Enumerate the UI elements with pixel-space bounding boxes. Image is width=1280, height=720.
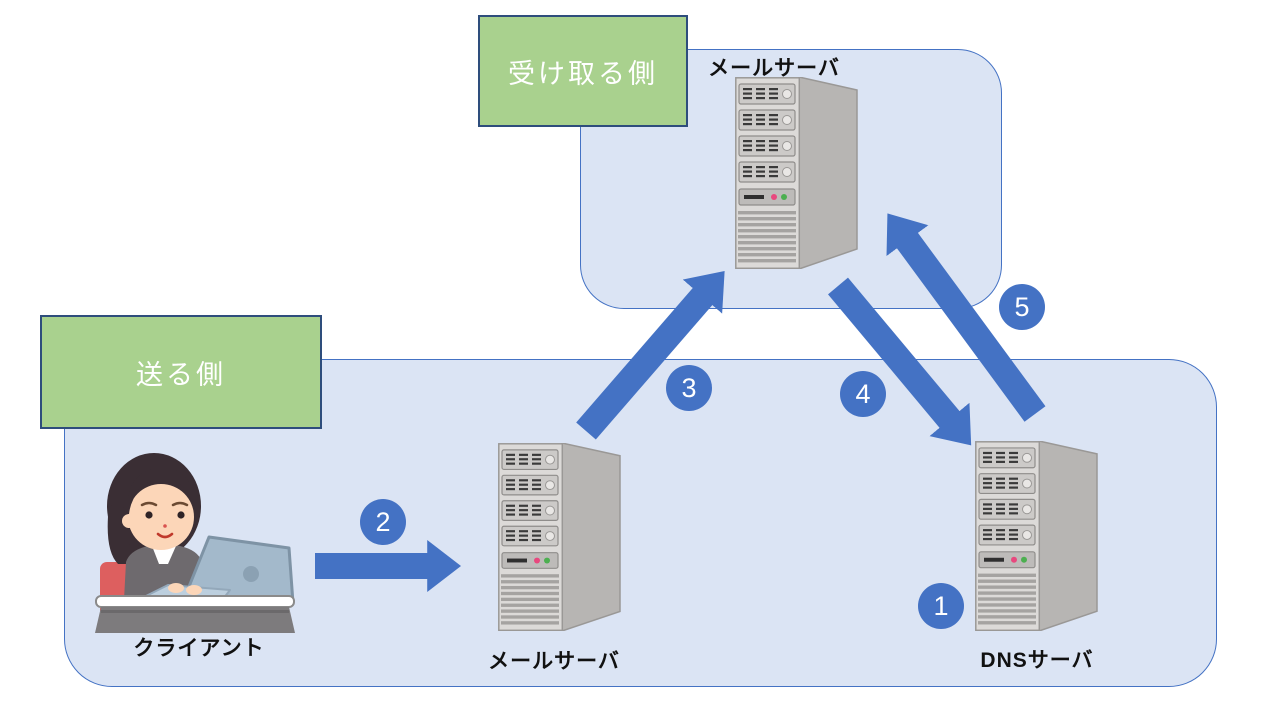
- receiver-group-box: 受け取る側: [478, 15, 688, 127]
- sender-group-label: 送る側: [136, 359, 226, 390]
- sender-mail-server-label: メールサーバ: [488, 650, 620, 673]
- step-badge-4: 4: [840, 371, 886, 417]
- sender-mail-server-illustration: [498, 443, 623, 631]
- receiver-group-label: 受け取る側: [508, 58, 658, 89]
- step-badge-5: 5: [999, 284, 1045, 330]
- sender-group-box: 送る側: [40, 315, 322, 429]
- step-badge-1: 1: [918, 583, 964, 629]
- receiver-mail-server-label: メールサーバ: [708, 57, 840, 80]
- step-badge-3: 3: [666, 365, 712, 411]
- client-label: クライアント: [133, 637, 265, 660]
- desk: [95, 595, 295, 608]
- step-badge-2: 2: [360, 499, 406, 545]
- dns-server-label: DNSサーバ: [980, 649, 1094, 672]
- client-illustration: [95, 453, 295, 633]
- dns-server-illustration: [975, 441, 1100, 631]
- receiver-mail-server-illustration: [735, 77, 860, 269]
